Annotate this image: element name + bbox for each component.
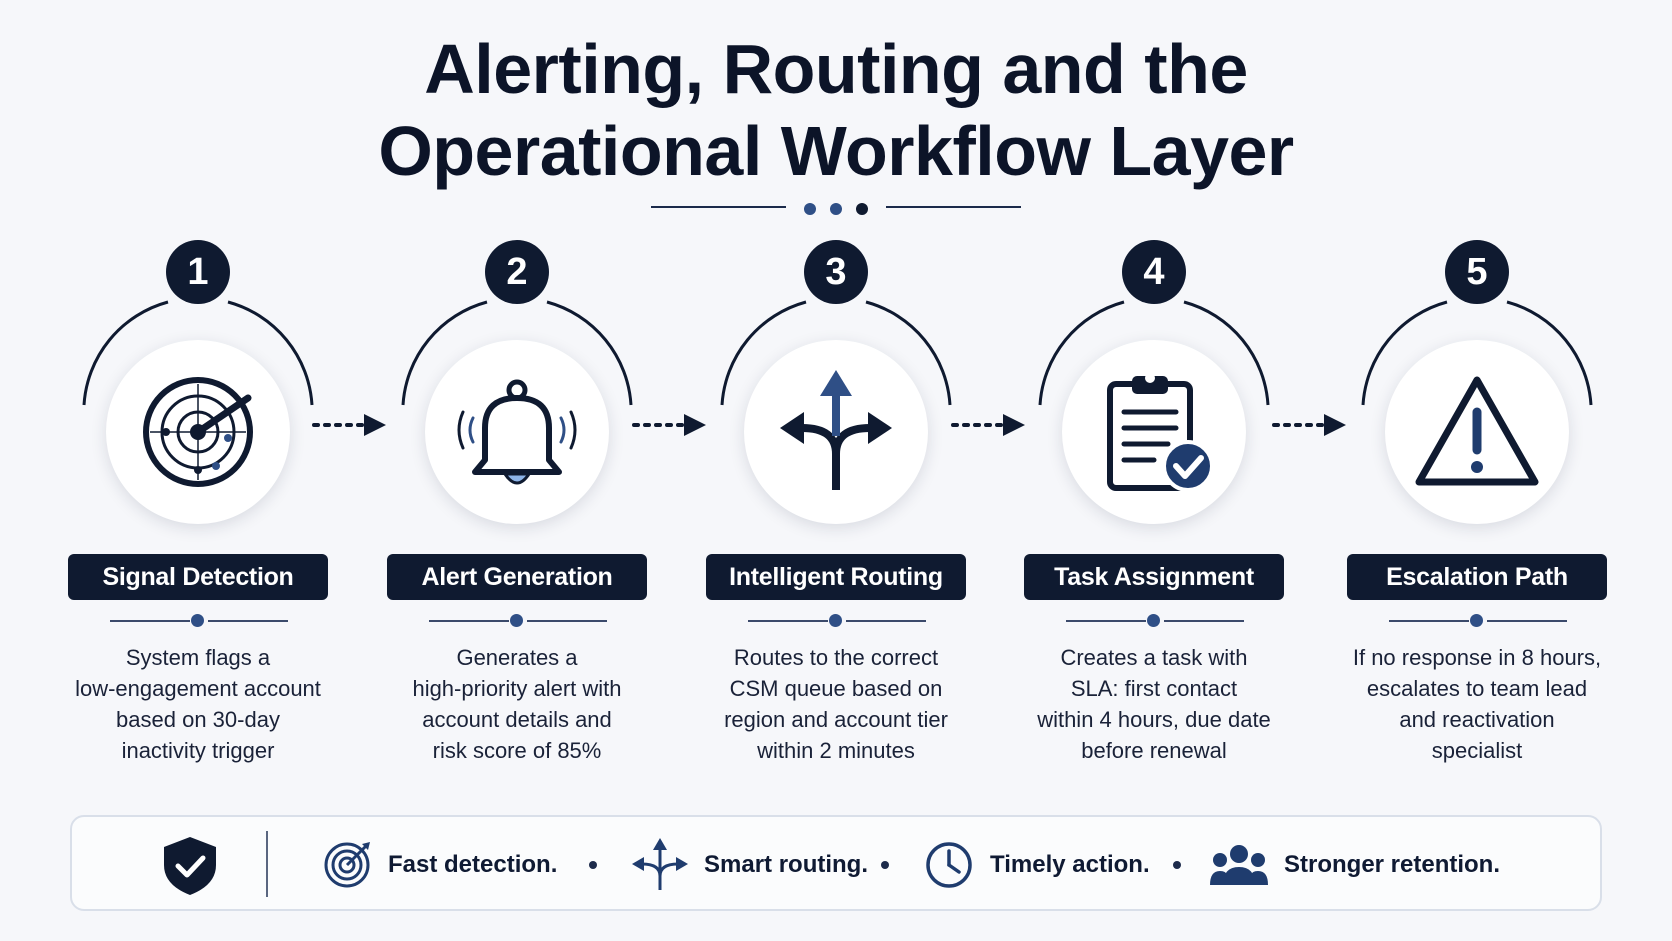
- desc-line: Routes to the correct: [733, 645, 939, 670]
- flow-arrow: [1272, 414, 1346, 436]
- step-icon-circle: [425, 340, 609, 524]
- radar-icon: [143, 377, 253, 487]
- routing-arrows-icon: [780, 370, 892, 490]
- footer-item-timely-action: Timely action.: [924, 817, 1150, 913]
- step-separator: [748, 620, 828, 622]
- shield-check-icon: [164, 837, 216, 895]
- step-separator: [110, 620, 190, 622]
- step-separator-dot: [829, 614, 842, 627]
- desc-line: risk score of 85%: [432, 738, 602, 763]
- footer-item-smart-routing: Smart routing.: [632, 817, 868, 913]
- title-line-1: Alerting, Routing and the: [424, 30, 1248, 108]
- desc-line: If no response in 8 hours,: [1352, 645, 1602, 670]
- step-number-badge: 1: [166, 240, 230, 304]
- title-divider-dot: [804, 203, 816, 215]
- step-separator: [1487, 620, 1567, 622]
- desc-line: region and account tier: [724, 707, 948, 732]
- footer-divider: [266, 831, 268, 897]
- step-separator: [527, 620, 607, 622]
- step-description: Generates a high-priority alert with acc…: [357, 642, 677, 766]
- title-divider-right: [886, 206, 1021, 208]
- desc-line: before renewal: [1081, 738, 1227, 763]
- step-description: System flags a low-engagement account ba…: [38, 642, 358, 766]
- desc-line: based on 30-day: [116, 707, 280, 732]
- title-divider-dot: [830, 203, 842, 215]
- summary-footer: Fast detection. Smart routing. Timely ac…: [70, 815, 1602, 911]
- step-description: Routes to the correct CSM queue based on…: [676, 642, 996, 766]
- warning-triangle-icon: [1415, 376, 1539, 486]
- footer-item-text: Stronger retention.: [1284, 851, 1501, 878]
- clock-icon: [926, 842, 972, 888]
- footer-bullet: [1173, 861, 1181, 869]
- step-arc: [401, 300, 633, 406]
- clipboard-check-icon: [1107, 373, 1214, 492]
- flow-arrow: [312, 414, 386, 436]
- flow-arrow: [632, 414, 706, 436]
- footer-bullet: [881, 861, 889, 869]
- step-arc: [1361, 300, 1593, 406]
- flow-arrow: [951, 414, 1025, 436]
- step-arc: [82, 300, 314, 406]
- bell-icon: [457, 379, 577, 485]
- step-separator-dot: [510, 614, 523, 627]
- team-icon: [1210, 845, 1268, 885]
- step-number-badge: 3: [804, 240, 868, 304]
- desc-line: SLA: first contact: [1070, 676, 1238, 701]
- step-icon-circle: [744, 340, 928, 524]
- title-divider-dot: [856, 203, 868, 215]
- page-title: Alerting, Routing and the Operational Wo…: [0, 28, 1672, 192]
- step-separator: [1164, 620, 1244, 622]
- desc-line: specialist: [1431, 738, 1523, 763]
- desc-line: Creates a task with: [1060, 645, 1248, 670]
- step-icon-circle: [106, 340, 290, 524]
- footer-item-text: Timely action.: [990, 851, 1150, 878]
- step-label: Signal Detection: [68, 554, 328, 600]
- step-separator: [1389, 620, 1469, 622]
- footer-bullet: [589, 861, 597, 869]
- step-icon-circle: [1385, 340, 1569, 524]
- footer-item-fast-detection: Fast detection.: [322, 817, 557, 913]
- step-separator-dot: [1470, 614, 1483, 627]
- desc-line: account details and: [422, 707, 612, 732]
- routing-icon: [632, 838, 688, 890]
- target-icon: [324, 842, 370, 888]
- step-label: Intelligent Routing: [706, 554, 966, 600]
- desc-line: and reactivation: [1399, 707, 1555, 732]
- step-separator: [1066, 620, 1146, 622]
- desc-line: within 4 hours, due date: [1037, 707, 1271, 732]
- step-separator: [429, 620, 509, 622]
- desc-line: System flags a: [125, 645, 271, 670]
- footer-item-stronger-retention: Stronger retention.: [1210, 817, 1500, 913]
- step-description: If no response in 8 hours, escalates to …: [1317, 642, 1637, 766]
- step-separator-dot: [191, 614, 204, 627]
- footer-item-text: Smart routing.: [704, 851, 869, 878]
- title-divider-left: [651, 206, 786, 208]
- footer-item-text: Fast detection.: [388, 851, 558, 878]
- desc-line: escalates to team lead: [1366, 676, 1588, 701]
- title-line-2: Operational Workflow Layer: [378, 112, 1294, 190]
- desc-line: Generates a: [456, 645, 578, 670]
- desc-line: within 2 minutes: [757, 738, 915, 763]
- step-description: Creates a task with SLA: first contact w…: [994, 642, 1314, 766]
- step-number-badge: 4: [1122, 240, 1186, 304]
- desc-line: low-engagement account: [75, 676, 321, 701]
- step-label: Task Assignment: [1024, 554, 1284, 600]
- step-number-badge: 2: [485, 240, 549, 304]
- step-separator: [846, 620, 926, 622]
- desc-line: CSM queue based on: [729, 676, 943, 701]
- step-arc: [1038, 300, 1270, 406]
- step-label: Alert Generation: [387, 554, 647, 600]
- step-number-badge: 5: [1445, 240, 1509, 304]
- step-arc: [720, 300, 952, 406]
- step-separator-dot: [1147, 614, 1160, 627]
- step-icon-circle: [1062, 340, 1246, 524]
- step-separator: [208, 620, 288, 622]
- step-label: Escalation Path: [1347, 554, 1607, 600]
- desc-line: high-priority alert with: [412, 676, 622, 701]
- desc-line: inactivity trigger: [121, 738, 275, 763]
